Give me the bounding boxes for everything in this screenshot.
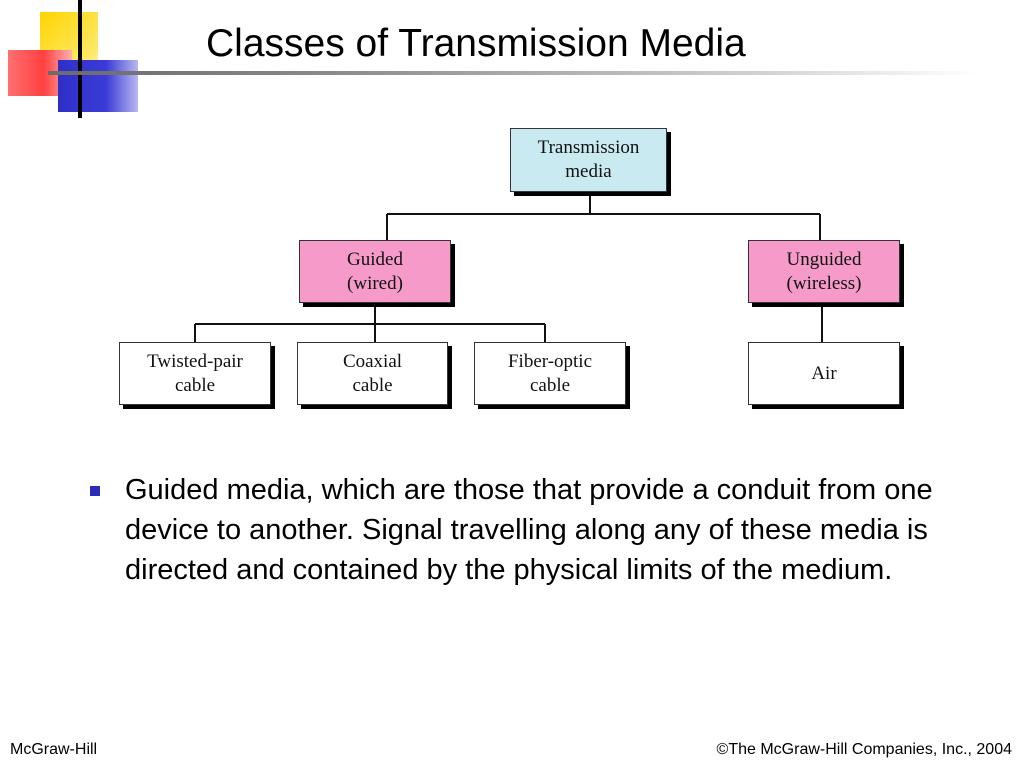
square-bullet-icon — [90, 486, 100, 496]
node-air-label: Air — [811, 362, 837, 384]
node-air: Air — [748, 342, 900, 405]
node-guided-label: Guided (wired) — [347, 248, 403, 294]
node-twisted-pair: Twisted-pair cable — [119, 342, 271, 405]
footer-copyright: ©The McGraw-Hill Companies, Inc., 2004 — [716, 741, 1012, 758]
deco-vertical-line — [78, 0, 82, 118]
node-transmission-media-label: Transmission media — [537, 137, 640, 182]
node-unguided-label: Unguided (wireless) — [786, 248, 862, 294]
node-coaxial-label: Coaxial cable — [342, 350, 403, 396]
deco-blue-square — [58, 60, 138, 112]
node-fiber-optic: Fiber-optic cable — [474, 342, 626, 405]
node-fiber-optic-label: Fiber-optic cable — [507, 350, 593, 396]
slide-title: Classes of Transmission Media — [206, 22, 746, 65]
bullet-text: Guided media, which are those that provi… — [125, 474, 933, 586]
node-guided: Guided (wired) — [299, 240, 451, 303]
node-coaxial: Coaxial cable — [297, 342, 448, 405]
node-transmission-media: Transmission media — [510, 128, 667, 192]
node-twisted-pair-label: Twisted-pair cable — [147, 350, 243, 396]
node-unguided: Unguided (wireless) — [748, 240, 900, 303]
footer-publisher: McGraw-Hill — [10, 741, 98, 758]
title-underline — [48, 71, 978, 75]
